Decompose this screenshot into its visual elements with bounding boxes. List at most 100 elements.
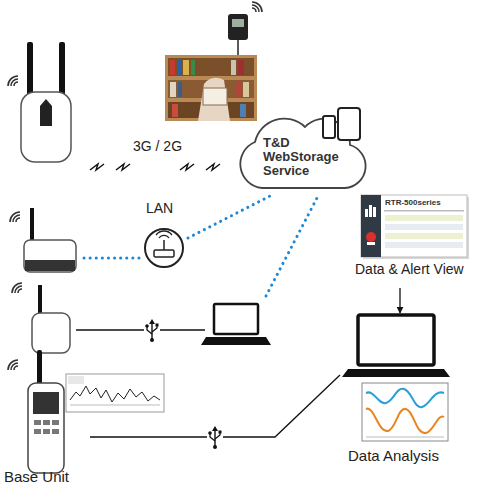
router-antenna (163, 240, 165, 250)
key (34, 429, 41, 434)
wireless-symbol (8, 360, 18, 370)
key (43, 429, 50, 434)
laptop-base (342, 369, 450, 377)
data-row (385, 215, 463, 221)
book-spine (178, 82, 182, 97)
book-spine (177, 60, 181, 75)
book-spine (170, 60, 175, 75)
smartphone-icon (323, 116, 335, 138)
usb-base-station (32, 313, 70, 353)
router-waves (156, 231, 172, 238)
router-body (154, 250, 174, 257)
screen-frame (361, 195, 467, 257)
usb-branch (147, 326, 157, 334)
usb-square (156, 324, 159, 327)
alarm-icon (366, 232, 376, 242)
graph-legend (68, 376, 84, 384)
key (34, 420, 41, 425)
router-icon (145, 229, 183, 267)
reader-figure (198, 78, 230, 121)
book-spine (238, 60, 244, 75)
usb-dot (150, 338, 154, 342)
lightning-mark (90, 164, 104, 170)
lan-link (188, 196, 270, 238)
probe-cable (237, 40, 239, 55)
wireless-symbol (10, 212, 20, 222)
open-book (203, 88, 227, 105)
key (43, 420, 50, 425)
header-rule (384, 210, 464, 212)
data-row (385, 242, 463, 248)
laptop-screen (358, 315, 434, 365)
bar-icon (373, 207, 376, 217)
antenna (37, 350, 42, 386)
alert-view-screen: RTR-500seriesData & Alert View (355, 193, 475, 288)
keypad (34, 420, 59, 434)
gateway-base (25, 260, 75, 271)
book-spine (240, 104, 246, 117)
usb-head (212, 426, 218, 431)
data-row (385, 224, 463, 230)
usb-symbol (144, 318, 160, 342)
handheld-base-unit (28, 383, 64, 473)
data-row (385, 233, 463, 239)
usb-head (149, 319, 155, 324)
gateway-device (21, 92, 71, 162)
network-label: LAN (146, 200, 196, 217)
chart-series (366, 389, 444, 407)
key (52, 429, 59, 434)
tablet-icon (338, 108, 360, 140)
lan-gateway (24, 240, 76, 272)
chart-axis (366, 437, 444, 438)
graph-popup (66, 374, 164, 412)
wireless-logger (228, 14, 248, 40)
antenna (27, 42, 33, 97)
key (52, 420, 59, 425)
usb-dot (213, 445, 217, 449)
usb-dot (145, 324, 149, 328)
usb-square (219, 431, 222, 434)
screen-sidebar (361, 195, 381, 257)
book-spine (236, 82, 241, 97)
book-spine (172, 104, 178, 117)
network-label: 3G / 2G (133, 138, 203, 155)
usb-gap (144, 318, 160, 342)
lightning-mark (116, 164, 130, 170)
analysis-pc: Data Analysis (340, 313, 475, 473)
shelf-row (168, 58, 254, 76)
book-spine (183, 60, 189, 75)
cable-line (90, 375, 340, 437)
usb-stem (214, 429, 215, 446)
lightning-mark (180, 164, 194, 170)
wireless-symbol (252, 2, 262, 12)
node-caption: Base Unit (4, 468, 90, 486)
book-spine (170, 82, 176, 97)
graph-axis (70, 405, 160, 406)
cloud-service: T&D WebStorage Service (235, 105, 370, 195)
gateway-logo (40, 99, 52, 126)
radio-link (90, 164, 220, 170)
alarm-base (367, 242, 375, 245)
usb-cable (76, 329, 205, 330)
wireless-symbol (8, 76, 18, 86)
lan-link (84, 257, 140, 260)
wireless-symbol (12, 283, 22, 293)
screen-title: RTR-500series (385, 198, 465, 208)
book-spine (243, 82, 249, 97)
node-caption: Data & Alert View (355, 261, 477, 278)
service-name: T&D WebStorage Service (263, 136, 347, 178)
laptop-screen (214, 304, 258, 334)
lightning-mark (206, 164, 220, 170)
upload-link (266, 196, 318, 296)
bar-icon (369, 205, 372, 217)
logger-display (232, 19, 244, 27)
base-unit: Base Unit (0, 350, 90, 490)
usb-symbol (207, 425, 223, 449)
usb-gap (207, 425, 223, 449)
usb-dot (208, 431, 212, 435)
antenna (38, 285, 42, 317)
bar-icon (365, 209, 368, 217)
usb-branch (210, 433, 220, 441)
antenna (30, 208, 34, 244)
